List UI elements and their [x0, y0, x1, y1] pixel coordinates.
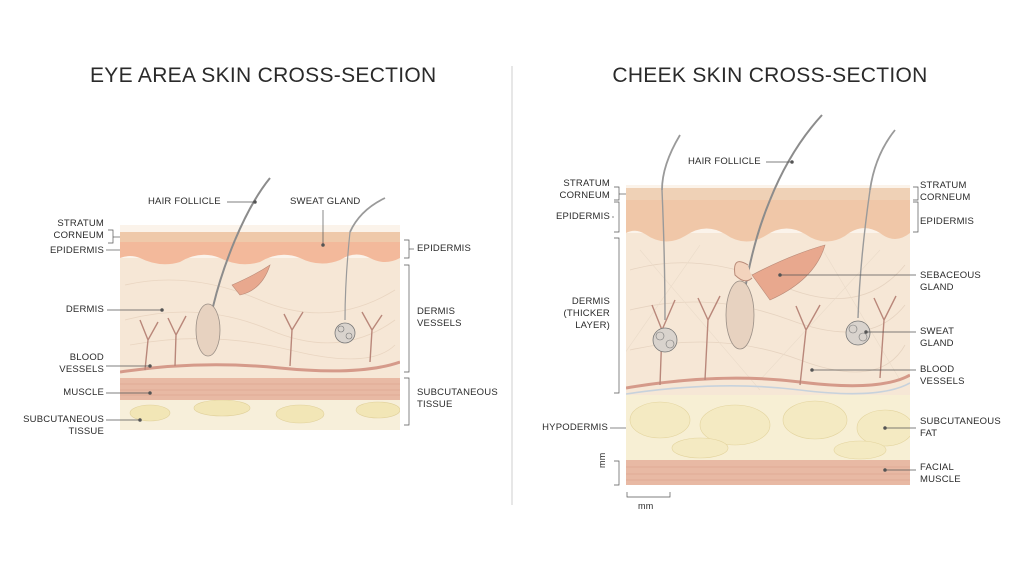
- cheek-label-epidermis-left: EPIDERMIS: [555, 211, 610, 222]
- cheek-skin-illustration: [626, 185, 910, 485]
- eye-epidermis-layer: [120, 242, 400, 265]
- right-label-epidermis-eye: EPIDERMIS: [417, 243, 472, 254]
- eye-muscle-layer: [120, 378, 400, 400]
- left-label-epidermis: EPIDERMIS: [49, 245, 104, 256]
- eye-sweat-gland: [334, 322, 356, 344]
- left-label-muscle: MUSCLE: [63, 387, 104, 398]
- cheek-sebaceous-gland: [751, 244, 826, 301]
- cheek-stratum-layer: [626, 188, 910, 200]
- eye-blood-vessel: [120, 360, 400, 374]
- right-panel-title: CHEEK SKIN CROSS-SECTION: [612, 64, 928, 87]
- cheek-scale-horizontal: mm: [638, 501, 654, 511]
- cheek-follicle-bulb: [725, 280, 755, 350]
- left-label-dermis: DERMIS: [65, 304, 104, 315]
- left-label-hair-follicle: HAIR FOLLICLE: [148, 196, 221, 207]
- cheek-sweat-gland-left: [652, 327, 678, 353]
- cheek-scale-vertical: mm: [597, 452, 607, 468]
- cheek-label-epidermis-right: EPIDERMIS: [920, 216, 975, 227]
- cheek-dermis-layer: [626, 233, 910, 395]
- eye-skin-illustration: [120, 225, 400, 430]
- cheek-blood-vessel: [626, 373, 910, 390]
- cheek-epidermis-layer: [626, 200, 910, 242]
- cheek-sweat-gland-right: [845, 320, 871, 346]
- eye-follicle-bulb: [195, 303, 221, 357]
- left-label-sweat-gland: SWEAT GLAND: [290, 196, 361, 207]
- cheek-muscle-layer: [626, 460, 910, 485]
- cheek-label-hair-follicle: HAIR FOLLICLE: [688, 156, 761, 167]
- eye-stratum-layer: [120, 232, 400, 242]
- left-panel-title: EYE AREA SKIN CROSS-SECTION: [90, 64, 437, 87]
- cheek-label-hypodermis: HYPODERMIS: [542, 422, 608, 433]
